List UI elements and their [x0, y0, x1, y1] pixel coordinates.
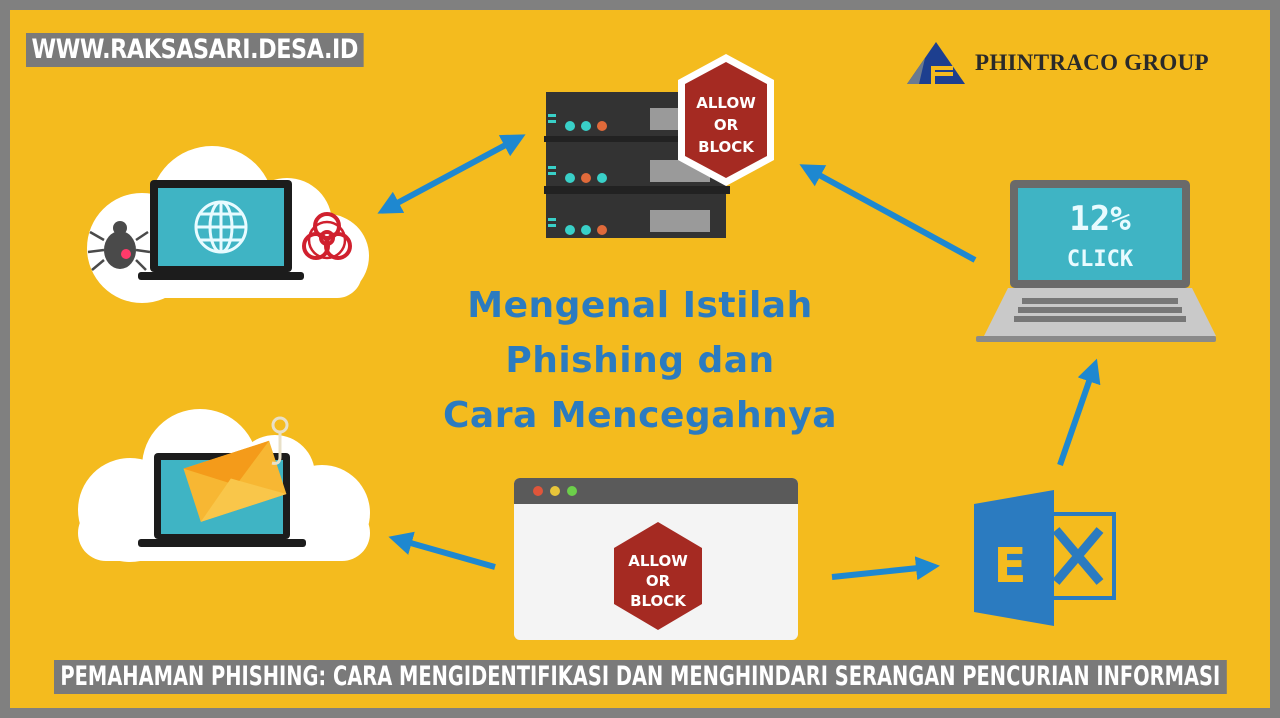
close-dot-icon	[533, 486, 543, 496]
globe-icon	[194, 200, 248, 254]
minimize-dot-icon	[550, 486, 560, 496]
keyboard-icon	[1014, 298, 1186, 322]
badge-line-3: BLOCK	[630, 592, 687, 610]
badge-line-2: OR	[714, 116, 739, 134]
headline-line-2: Phishing dan	[505, 340, 775, 381]
brand-name: PHINTRACO GROUP	[975, 50, 1209, 75]
caption-label: PEMAHAMAN PHISHING: CARA MENGIDENTIFIKAS…	[54, 660, 1227, 694]
fishing-hook-icon	[271, 416, 289, 465]
phintraco-triangle-icon	[907, 42, 965, 84]
phishing-email-icon	[183, 440, 287, 522]
arrow-laptop-to-server	[799, 164, 977, 263]
infographic-canvas: WWW.RAKSASARI.DESA.ID PHINTRACO GROUP	[10, 10, 1270, 708]
headline: Mengenal Istilah Phishing dan Cara Mence…	[380, 278, 900, 443]
badge-line-3: BLOCK	[698, 138, 755, 156]
exchange-icon: E	[974, 490, 1116, 626]
site-url-label: WWW.RAKSASARI.DESA.ID	[26, 33, 364, 67]
badge-line-1: ALLOW	[696, 94, 756, 112]
brand-logo: PHINTRACO GROUP	[905, 40, 1209, 86]
click-rate-percent: 12%	[1069, 199, 1131, 239]
allow-block-badge: ALLOW OR BLOCK	[614, 522, 702, 630]
exchange-letter: E	[994, 538, 1027, 594]
arrow-browser-to-cloud	[388, 531, 496, 570]
laptop-icon	[976, 180, 1216, 342]
laptop-click-rate-illustration: 12% CLICK	[976, 180, 1216, 342]
headline-line-1: Mengenal Istilah	[467, 285, 813, 326]
browser-window-illustration: ALLOW OR BLOCK	[514, 478, 798, 640]
arrow-browser-to-exchange	[831, 556, 940, 581]
server-rack-illustration: ALLOW OR BLOCK	[544, 54, 774, 238]
headline-line-3: Cara Mencegahnya	[443, 395, 837, 436]
arrow-exchange-to-laptop	[1057, 358, 1101, 466]
bug-icon	[87, 221, 151, 271]
badge-line-1: ALLOW	[628, 552, 688, 570]
badge-line-2: OR	[646, 572, 671, 590]
bidirectional-arrow-cloud-server	[377, 134, 526, 214]
flow-arrows	[377, 134, 1101, 581]
biohazard-icon	[302, 212, 352, 260]
allow-block-badge: ALLOW OR BLOCK	[678, 54, 774, 186]
server-rack-icon	[544, 92, 730, 238]
cloud-laptop-globe-illustration	[87, 146, 369, 303]
cloud-laptop-phishing-email-illustration	[78, 409, 370, 562]
click-label: CLICK	[1067, 247, 1134, 272]
maximize-dot-icon	[567, 486, 577, 496]
